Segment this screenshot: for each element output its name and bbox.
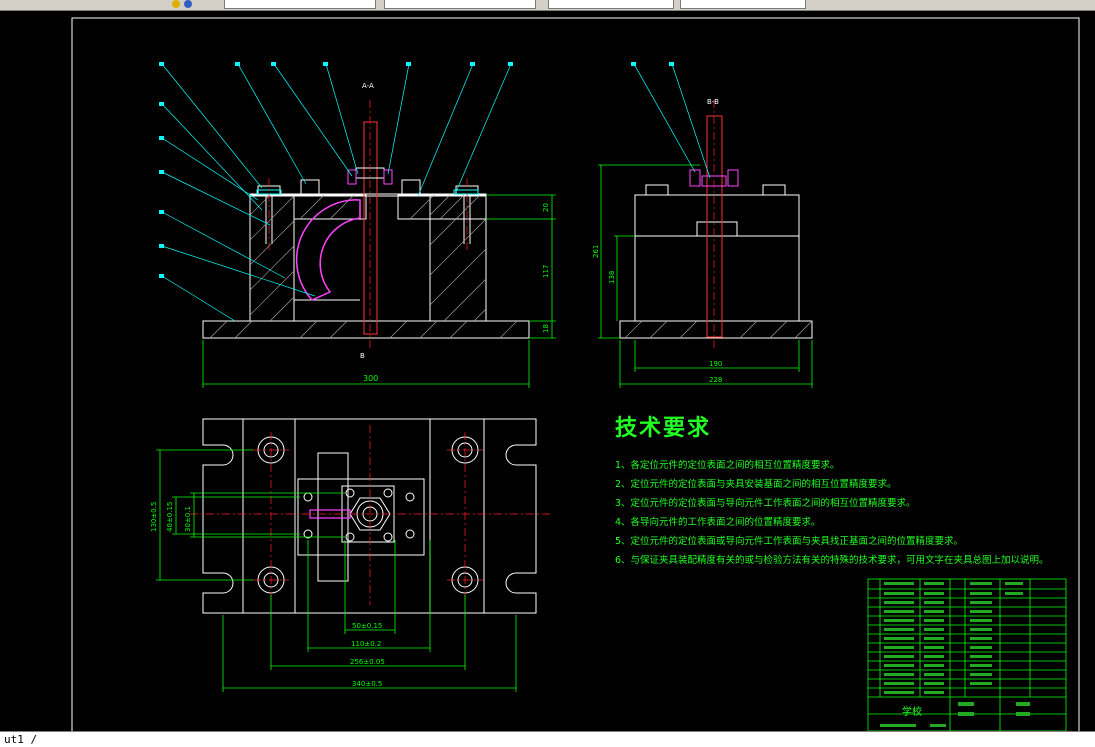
side-height-dim: 261: [592, 245, 600, 258]
front-fasteners: [256, 189, 479, 195]
plan-d1-dim: 50±0.15: [352, 622, 382, 630]
plan-d3-dim: 256±0.05: [350, 658, 385, 666]
section-label-b: B-B: [707, 98, 719, 106]
tech-req-item: 6、与保证夹具装配精度有关的或与检验方法有关的特殊的技术要求，可用文字在夹具总图…: [615, 555, 1049, 566]
layer-icon[interactable]: [172, 0, 180, 8]
title-block-fills: [880, 582, 1030, 727]
color-icon[interactable]: [184, 0, 192, 8]
front-dimensions: [202, 194, 556, 388]
side-dimensions: [598, 164, 813, 388]
section-label-c: B: [360, 352, 365, 360]
plan-d2-dim: 110±0.2: [351, 640, 381, 648]
plan-dimensions: [156, 449, 517, 692]
front-centerlines: [268, 100, 468, 350]
drawing-canvas[interactable]: 300 20 117 18 A-A B: [0, 11, 1095, 731]
layer-dropdown[interactable]: [224, 0, 376, 9]
lineweight-dropdown[interactable]: [548, 0, 674, 9]
side-leaders: [633, 63, 711, 179]
side-h-dim: 138: [608, 271, 616, 284]
command-line-text: ut1 /: [4, 733, 38, 746]
plan-v3-dim: 30±0.1: [184, 506, 192, 532]
side-view: [619, 115, 813, 339]
front-width-dim: 300: [363, 374, 378, 383]
plan-centerlines: [190, 425, 550, 605]
plan-v2-dim: 40±0.15: [166, 502, 174, 532]
linetype-dropdown[interactable]: [384, 0, 536, 9]
tech-req-item: 3、定位元件的定位表面与导向元件工作表面之间的相互位置精度要求。: [615, 498, 916, 509]
plotstyle-dropdown[interactable]: [680, 0, 806, 9]
front-h3-dim: 18: [542, 324, 550, 333]
front-leaders: [161, 63, 512, 322]
side-w1-dim: 190: [709, 360, 722, 368]
front-h1-dim: 20: [542, 203, 550, 212]
plan-d4-dim: 340±0.5: [352, 680, 382, 688]
tech-req-item: 4、各导向元件的工作表面之间的位置精度要求。: [615, 517, 821, 528]
technical-requirements: 技术要求 1、各定位元件的定位表面之间的相互位置精度要求。 2、定位元件的定位表…: [615, 410, 1049, 570]
plan-v1-dim: 130±0.5: [150, 502, 158, 532]
title-block-school: 学校: [902, 707, 922, 718]
front-top-parts: [347, 169, 393, 185]
plan-view: [202, 418, 537, 614]
title-block: [867, 578, 1067, 731]
tech-req-item: 1、各定位元件的定位表面之间的相互位置精度要求。: [615, 460, 840, 471]
section-label-a: A-A: [362, 82, 374, 90]
balloon-markers: [159, 62, 674, 278]
toolbar: [0, 0, 1095, 11]
drawing-frame: [71, 17, 1080, 731]
front-h2-dim: 117: [542, 265, 550, 278]
tech-req-item: 5、定位元件的定位表面或导向元件工作表面与夹具找正基面之间的位置精度要求。: [615, 536, 964, 547]
command-line[interactable]: ut1 /: [0, 731, 1095, 747]
front-view: [202, 121, 530, 339]
workpiece-arc: [295, 199, 361, 301]
side-w2-dim: 228: [709, 376, 722, 384]
tech-req-item: 2、定位元件的定位表面与夹具安装基面之间的相互位置精度要求。: [615, 479, 897, 490]
tech-req-title: 技术要求: [615, 415, 712, 441]
